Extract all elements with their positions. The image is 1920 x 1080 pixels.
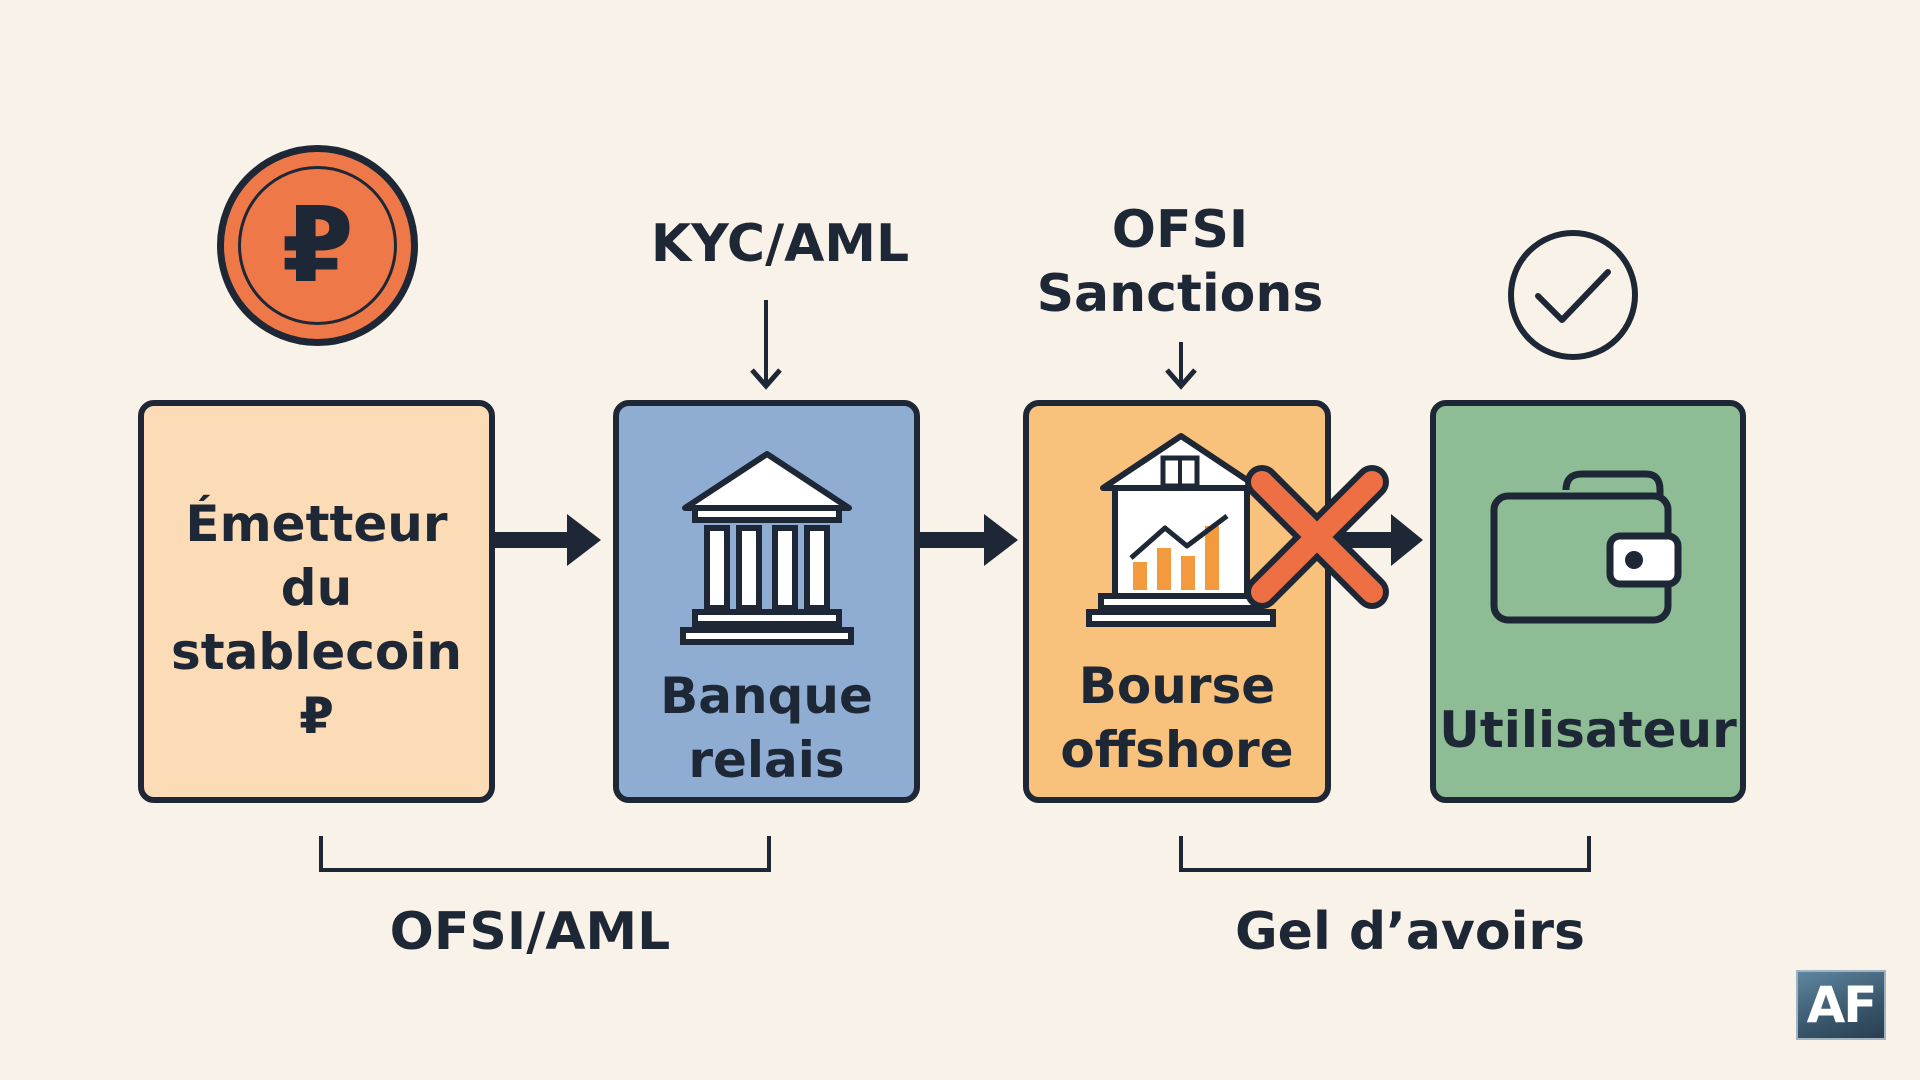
bracket-right [1179,836,1591,872]
arrow-bank-to-exchange [920,514,1018,566]
bracket-left [319,836,771,872]
bank-label: Banque relais [660,667,873,789]
exchange-box: Bourse offshore [1023,400,1331,803]
kyc-aml-label: KYC/AML [650,214,910,274]
user-box: Utilisateur [1430,400,1746,803]
sanctions-down-arrow [1165,342,1197,390]
issuer-label: Émetteur du stablecoin ₽ [171,495,462,745]
user-label: Utilisateur [1439,701,1737,759]
ofsi-sanctions-label: OFSI Sanctions [1020,198,1340,326]
bracket-left-label: OFSI/AML [389,902,671,962]
bank-box: Banque relais [613,400,920,803]
exchange-building-icon [1086,433,1276,627]
ruble-coin-icon: ₽ [217,145,418,346]
checkmark-icon [1508,230,1638,360]
wallet-icon [1490,470,1682,624]
bracket-right-label: Gel d’avoirs [1235,902,1585,962]
af-logo: AF [1796,970,1886,1040]
exchange-label: Bourse offshore [1060,657,1294,779]
issuer-box: Émetteur du stablecoin ₽ [138,400,495,803]
ofsi-label: OFSI [1111,200,1249,260]
sanctions-label: Sanctions [1036,264,1324,324]
coin-symbol: ₽ [281,184,353,306]
kyc-down-arrow [750,300,782,390]
blocked-x-icon [1245,465,1389,609]
bank-icon [680,451,854,645]
arrow-issuer-to-bank [495,514,601,566]
